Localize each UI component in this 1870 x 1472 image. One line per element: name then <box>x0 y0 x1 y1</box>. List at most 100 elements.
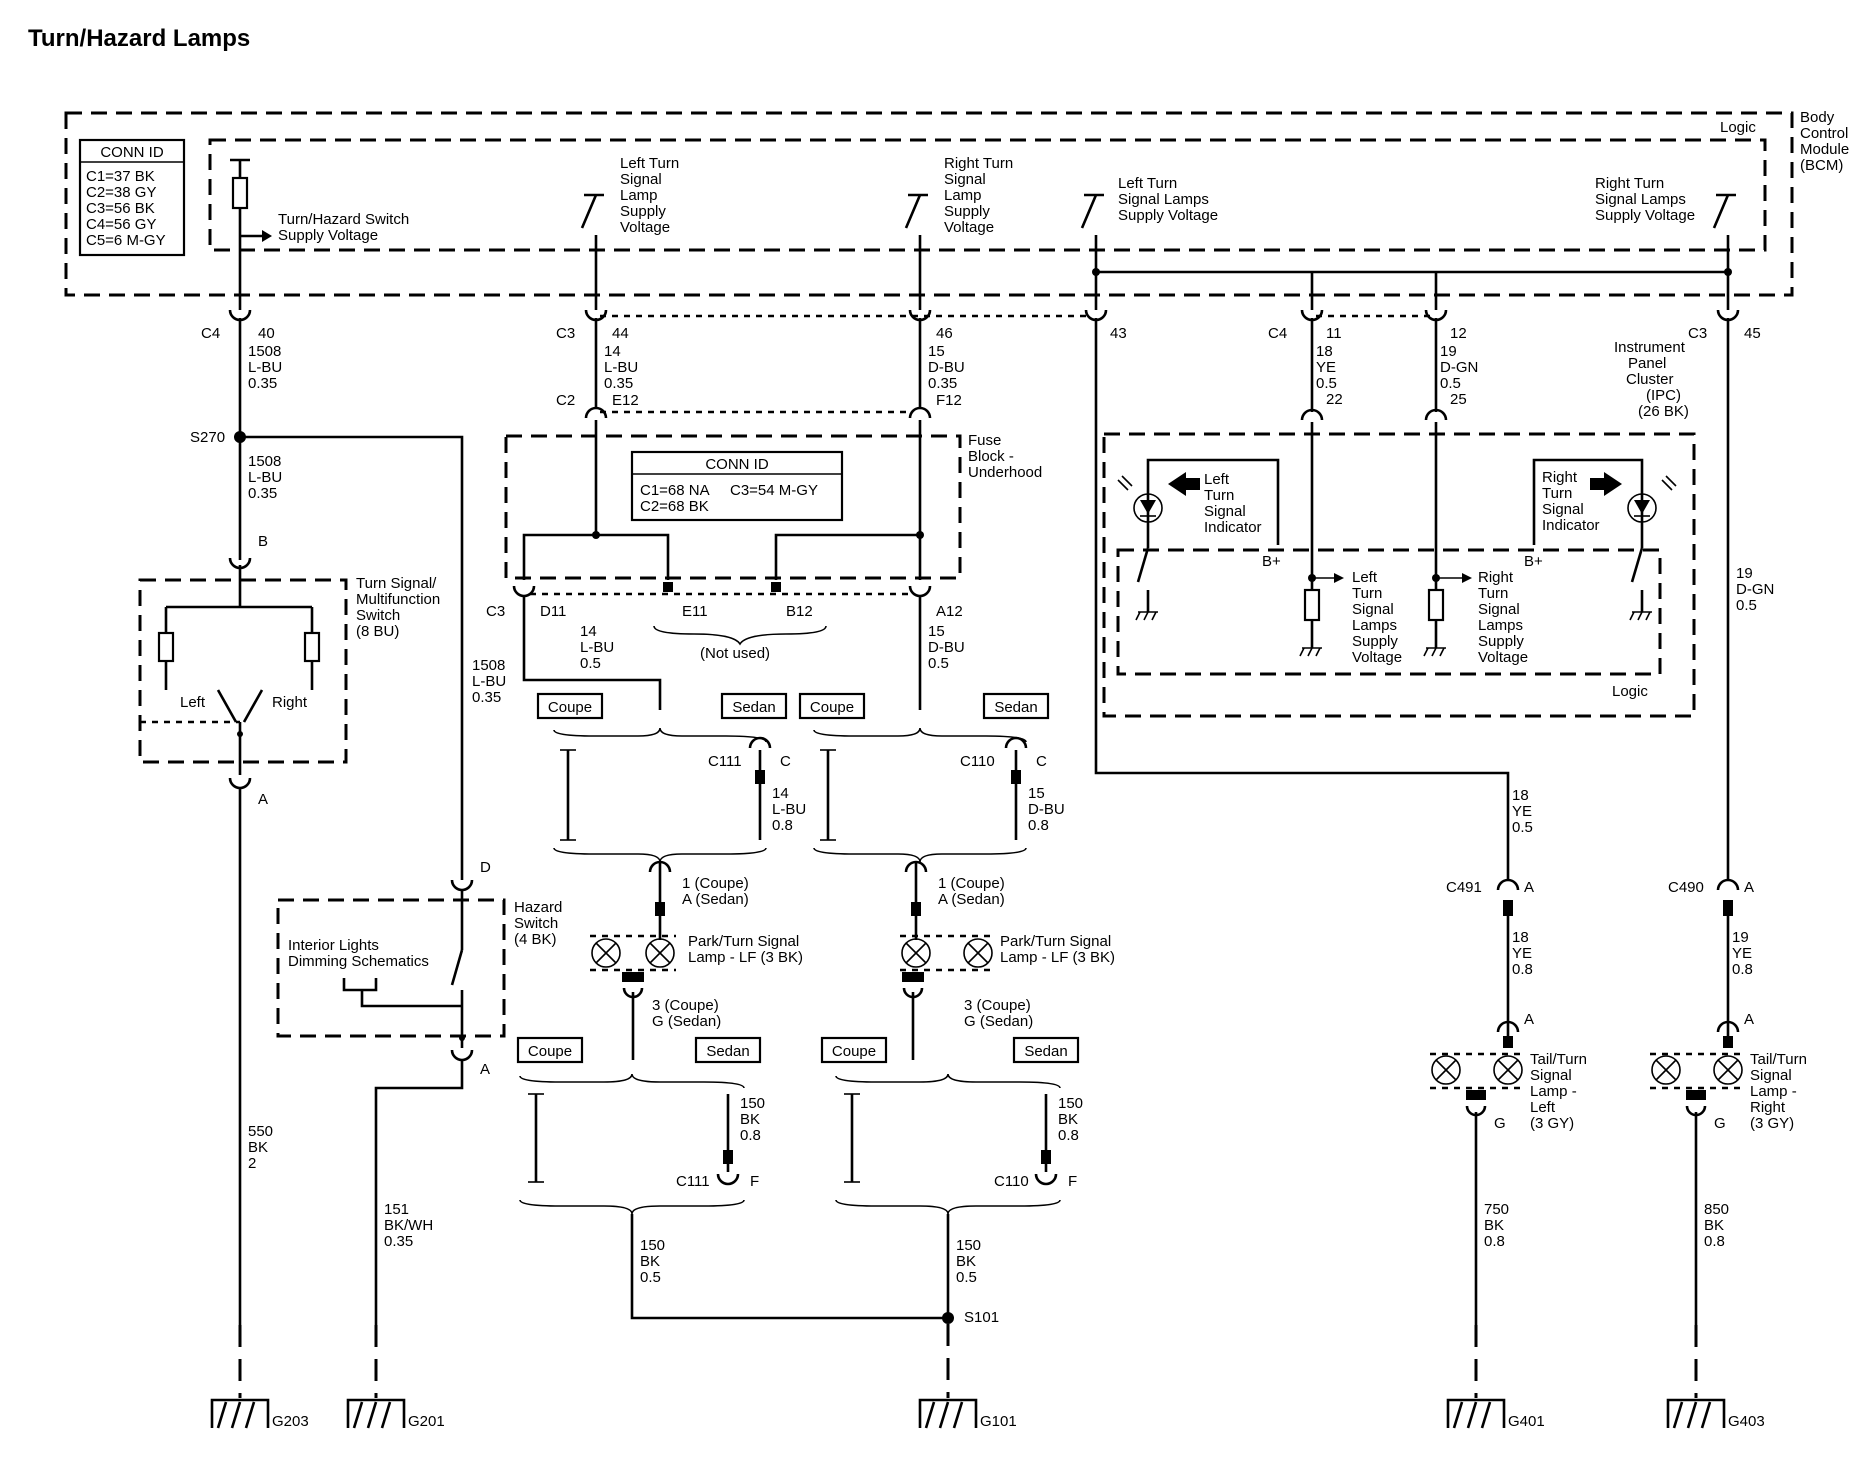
wire-150-d-label: 150 BK 0.5 <box>956 1237 981 1286</box>
svg-text:A: A <box>480 1061 490 1078</box>
svg-text:Lamp -: Lamp - <box>1530 1083 1577 1100</box>
svg-text:Sedan: Sedan <box>706 1043 749 1060</box>
svg-text:0.8: 0.8 <box>1028 817 1049 834</box>
bcm-outline <box>64 111 1794 297</box>
lamp-park-turn-lf-a: 1 (Coupe) A (Sedan) Park/Turn Signal Lam… <box>590 860 803 1060</box>
svg-text:BK: BK <box>1058 1111 1078 1128</box>
svg-text:Supply: Supply <box>620 203 666 220</box>
svg-text:Right: Right <box>1478 569 1514 586</box>
svg-text:Lamp - LF (3 BK): Lamp - LF (3 BK) <box>688 949 803 966</box>
svg-text:Interior Lights: Interior Lights <box>288 937 379 954</box>
svg-text:Voltage: Voltage <box>620 219 670 236</box>
ground-g201: G201 <box>346 1398 445 1430</box>
svg-text:B+: B+ <box>1262 553 1281 570</box>
svg-text:0.8: 0.8 <box>772 817 793 834</box>
svg-text:L-BU: L-BU <box>772 801 806 818</box>
svg-text:Signal: Signal <box>1750 1067 1792 1084</box>
svg-text:Switch: Switch <box>514 915 558 932</box>
svg-text:12: 12 <box>1450 325 1467 342</box>
svg-text:2: 2 <box>248 1155 256 1172</box>
svg-text:F: F <box>1068 1173 1077 1190</box>
svg-text:0.35: 0.35 <box>384 1233 413 1250</box>
svg-text:BK: BK <box>1484 1217 1504 1234</box>
svg-text:Dimming Schematics: Dimming Schematics <box>288 953 429 970</box>
ground-g403: G403 <box>1666 1398 1765 1430</box>
svg-text:19: 19 <box>1440 343 1457 360</box>
fuse-block-underhood: Fuse Block - Underhood CONN ID C1=68 NA … <box>486 420 1042 662</box>
svg-text:0.5: 0.5 <box>928 655 949 672</box>
svg-text:0.8: 0.8 <box>740 1127 761 1144</box>
svg-text:D-GN: D-GN <box>1440 359 1478 376</box>
svg-text:BK/WH: BK/WH <box>384 1217 433 1234</box>
option-block-lf-upper: Coupe Sedan C111 C 14 L-BU 0.8 <box>536 692 806 863</box>
wire-150-c-label: 150 BK 0.5 <box>640 1237 665 1286</box>
svg-text:Turn/Hazard Switch: Turn/Hazard Switch <box>278 211 409 228</box>
svg-text:C1=68 NA: C1=68 NA <box>640 482 710 499</box>
svg-text:14: 14 <box>580 623 597 640</box>
svg-text:(3 GY): (3 GY) <box>1750 1115 1794 1132</box>
wire-15-a-label: 15 D-BU 0.35 <box>928 343 965 392</box>
svg-text:(BCM): (BCM) <box>1800 157 1843 174</box>
svg-text:1 (Coupe): 1 (Coupe) <box>938 875 1005 892</box>
svg-text:150: 150 <box>956 1237 981 1254</box>
svg-text:(IPC): (IPC) <box>1646 387 1681 404</box>
svg-text:Voltage: Voltage <box>944 219 994 236</box>
svg-text:A (Sedan): A (Sedan) <box>938 891 1005 908</box>
svg-text:0.35: 0.35 <box>472 689 501 706</box>
svg-text:Voltage: Voltage <box>1352 649 1402 666</box>
wire-1508-c-label: 1508 L-BU 0.35 <box>472 657 506 706</box>
splice-s101 <box>942 1312 954 1324</box>
option-block-lf-lower: Coupe Sedan 150 BK 0.8 C111 F <box>516 1036 765 1215</box>
wire-150-c <box>630 1214 948 1320</box>
wire-14-a-label: 14 L-BU 0.35 <box>604 343 638 392</box>
svg-text:Signal: Signal <box>1352 601 1394 618</box>
svg-text:S101: S101 <box>964 1309 999 1326</box>
svg-text:15: 15 <box>928 343 945 360</box>
wire-750-label: 750 BK 0.8 <box>1484 1201 1509 1250</box>
ground-g401: G401 <box>1446 1398 1545 1430</box>
svg-text:Lamp: Lamp <box>944 187 982 204</box>
svg-text:Lamp -: Lamp - <box>1750 1083 1797 1100</box>
diagram-title: Turn/Hazard Lamps <box>28 25 250 52</box>
svg-text:0.8: 0.8 <box>1512 961 1533 978</box>
svg-text:Supply Voltage: Supply Voltage <box>1595 207 1695 224</box>
svg-text:19: 19 <box>1736 565 1753 582</box>
svg-text:Lamp: Lamp <box>620 187 658 204</box>
svg-text:D: D <box>480 859 491 876</box>
svg-text:(26 BK): (26 BK) <box>1638 403 1689 420</box>
svg-text:0.35: 0.35 <box>604 375 633 392</box>
svg-text:C3: C3 <box>1688 325 1707 342</box>
svg-text:Supply: Supply <box>1352 633 1398 650</box>
wire-1508-a-label: 1508 L-BU 0.35 <box>248 343 282 392</box>
svg-text:L-BU: L-BU <box>472 673 506 690</box>
svg-text:44: 44 <box>612 325 629 342</box>
svg-text:Park/Turn Signal: Park/Turn Signal <box>688 933 799 950</box>
svg-text:C1=37 BK: C1=37 BK <box>86 168 155 185</box>
svg-text:BK: BK <box>956 1253 976 1270</box>
instrument-panel-cluster: Logic Left Turn Signal Indicator B+ Righ… <box>1102 422 1696 718</box>
ground-g101: G101 <box>918 1398 1017 1430</box>
svg-text:850: 850 <box>1704 1201 1729 1218</box>
svg-text:0.35: 0.35 <box>248 485 277 502</box>
svg-text:3 (Coupe): 3 (Coupe) <box>964 997 1031 1014</box>
svg-text:D-BU: D-BU <box>928 359 965 376</box>
svg-text:Lamps: Lamps <box>1352 617 1397 634</box>
svg-text:Indicator: Indicator <box>1204 519 1262 536</box>
svg-text:150: 150 <box>1058 1095 1083 1112</box>
svg-text:0.5: 0.5 <box>1316 375 1337 392</box>
wire-14-b-label: 14 L-BU 0.5 <box>580 623 614 672</box>
svg-text:18: 18 <box>1512 787 1529 804</box>
svg-text:G (Sedan): G (Sedan) <box>964 1013 1033 1030</box>
svg-text:C490: C490 <box>1668 879 1704 896</box>
svg-text:Sedan: Sedan <box>732 699 775 716</box>
svg-text:Voltage: Voltage <box>1478 649 1528 666</box>
wire-18-b-label: 18 YE 0.5 <box>1512 787 1533 836</box>
svg-text:C111: C111 <box>708 753 742 770</box>
ipc-name: Instrument Panel Cluster (IPC) (26 BK) <box>1614 339 1689 420</box>
svg-text:YE: YE <box>1512 945 1532 962</box>
option-block-rf-upper: Coupe Sedan C110 C 15 D-BU 0.8 <box>798 692 1065 863</box>
svg-text:Right: Right <box>1750 1099 1786 1116</box>
svg-text:B12: B12 <box>786 603 813 620</box>
svg-text:150: 150 <box>640 1237 665 1254</box>
